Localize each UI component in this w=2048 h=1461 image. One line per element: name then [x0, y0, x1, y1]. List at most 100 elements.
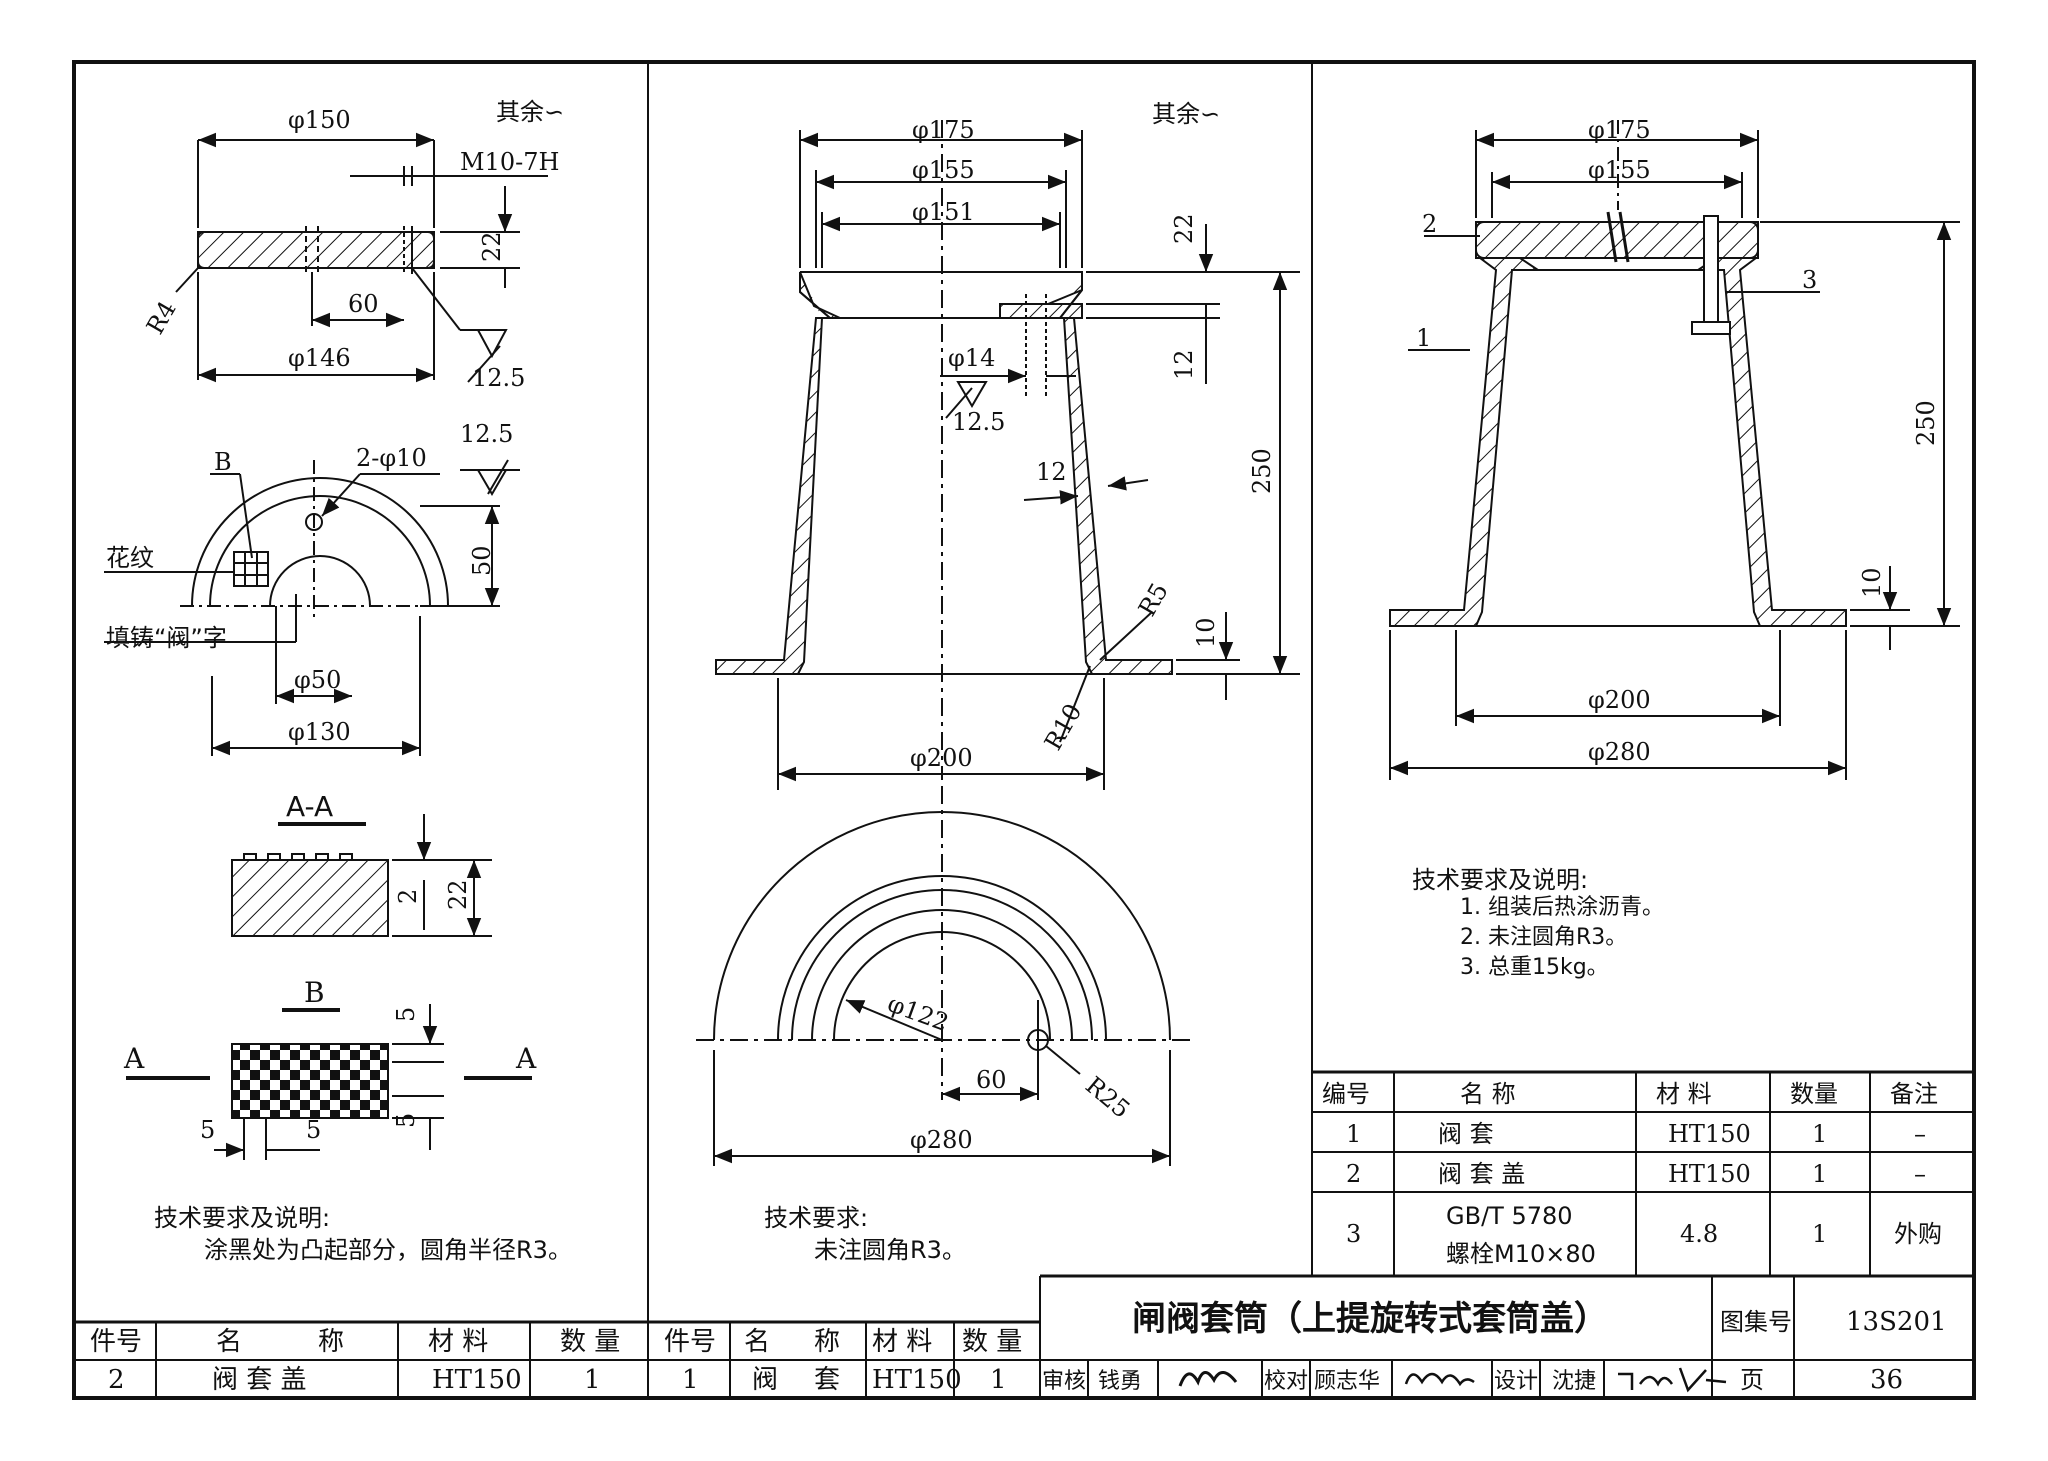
dim-250-right: 250	[1912, 400, 1940, 446]
dim-d14: φ14	[948, 344, 995, 372]
design-label: 设计	[1494, 1369, 1538, 1394]
lt-row-no: 2	[108, 1365, 125, 1395]
sleeve-left-wall	[715, 272, 833, 675]
title-block	[1040, 1274, 1974, 1398]
bom-table-text: 编号 名 称 材 料 数量 备注 1 阀 套 HT150 1 – 2 阀 套 盖…	[1322, 1080, 1942, 1268]
assembly-right-wall	[1694, 257, 1847, 627]
mt-row-no: 1	[682, 1365, 699, 1395]
callout-3: 3	[1802, 266, 1817, 294]
bom-r3-no: 3	[1346, 1220, 1361, 1248]
dim-r10: R10	[1039, 699, 1088, 755]
dim-10-right: 10	[1858, 567, 1886, 598]
right-note-3: 3. 总重15kg。	[1460, 955, 1609, 980]
detail-b-marker: B	[214, 448, 232, 476]
bom-r1-qty: 1	[1812, 1120, 1827, 1148]
bom-r3-remark: 外购	[1894, 1220, 1942, 1248]
checker-name: 顾志华	[1314, 1369, 1380, 1394]
cover-section	[197, 231, 435, 269]
dim-r25: R25	[1080, 1071, 1135, 1124]
signature-checker	[1404, 1372, 1475, 1387]
lt-header-name-2: 称	[318, 1327, 344, 1357]
dim-r5: R5	[1133, 578, 1174, 621]
bom-header-no: 编号	[1322, 1080, 1370, 1108]
dim-d150: φ150	[288, 106, 351, 134]
dim-d200-mid: φ200	[910, 744, 973, 772]
lt-header-material: 材 料	[428, 1327, 488, 1357]
right-note-2: 2. 未注圆角R3。	[1460, 925, 1627, 950]
dim-60: 60	[348, 290, 379, 318]
dim-d175-right: φ175	[1588, 116, 1651, 144]
section-aa-title: A-A	[286, 790, 333, 823]
surface-roughness-note-middle: 其余∽	[1152, 100, 1220, 128]
bom-r1-remark: –	[1914, 1120, 1926, 1148]
aa-dim-2: 2	[394, 889, 422, 904]
dim-22: 22	[478, 231, 506, 262]
bom-r2-material: HT150	[1668, 1160, 1751, 1188]
cover-plan-inner	[269, 555, 371, 607]
lt-row-name: 阀 套 盖	[212, 1365, 307, 1395]
dim-60-mid: 60	[976, 1066, 1007, 1094]
cut-a-left: A	[123, 1042, 145, 1075]
page-number: 36	[1870, 1365, 1903, 1395]
bom-header-name: 名 称	[1460, 1080, 1516, 1108]
page-label: 页	[1740, 1366, 1764, 1394]
cast-character-label: 填铸“阀”字	[106, 624, 227, 652]
callout-1: 1	[1416, 324, 1431, 352]
bom-r3-qty: 1	[1812, 1220, 1827, 1248]
signature-reviewer	[1178, 1371, 1238, 1387]
dim-250-mid: 250	[1248, 448, 1276, 494]
middle-parts-table	[648, 1276, 1041, 1398]
mt-header-material: 材 料	[872, 1327, 932, 1357]
dim-holes: 2-φ10	[356, 444, 427, 472]
bom-r3-name-line1: GB/T 5780	[1446, 1202, 1573, 1230]
review-label: 审核	[1042, 1369, 1086, 1394]
bom-r3-material: 4.8	[1680, 1220, 1718, 1248]
dim-10-mid: 10	[1192, 617, 1220, 648]
bom-header-remark: 备注	[1890, 1080, 1938, 1108]
dim-d155: φ155	[912, 156, 975, 184]
cover-plan-outer	[191, 477, 449, 607]
bom-header-material: 材 料	[1656, 1080, 1712, 1108]
dim-50: 50	[468, 545, 496, 576]
dim-d200-right: φ200	[1588, 686, 1651, 714]
dim-d130: φ130	[288, 718, 351, 746]
left-panel	[104, 132, 548, 1160]
bom-table	[1311, 1070, 1974, 1276]
bom-r1-material: HT150	[1668, 1120, 1751, 1148]
lt-header-no: 件号	[90, 1327, 142, 1357]
pattern-label: 花纹	[106, 544, 154, 572]
right-note-1: 1. 组装后热涂沥青。	[1460, 895, 1664, 920]
lt-row-qty: 1	[584, 1365, 601, 1395]
left-notes-line: 涂黑处为凸起部分，圆角半径R3。	[204, 1236, 572, 1264]
sheet-border	[72, 60, 1976, 1400]
lt-header-name-1: 名	[216, 1327, 242, 1357]
mt-header-name-1: 名	[744, 1327, 770, 1357]
detail-b-pattern	[231, 1043, 389, 1119]
middle-panel-text: 其余∽ φ175 φ155 φ151 φ14 12.5 22 12 12 250…	[764, 100, 1276, 1264]
reviewer-name: 钱勇	[1098, 1369, 1142, 1394]
bom-r3-name-line2: 螺栓M10×80	[1446, 1240, 1596, 1268]
b-dim-5-b: 5	[392, 1113, 420, 1128]
mt-row-qty: 1	[990, 1365, 1007, 1395]
atlas-label: 图集号	[1720, 1308, 1792, 1336]
bom-r2-name: 阀 套 盖	[1438, 1160, 1525, 1188]
dim-m10-thread: M10-7H	[460, 148, 559, 176]
check-label: 校对	[1264, 1369, 1308, 1394]
middle-notes-line: 未注圆角R3。	[814, 1236, 966, 1264]
dim-r4: R4	[141, 296, 182, 339]
b-dim-5-d: 5	[306, 1116, 321, 1144]
bom-r2-remark: –	[1914, 1160, 1926, 1188]
dim-22-mid: 22	[1170, 213, 1198, 244]
roughness-12-5-mid: 12.5	[952, 408, 1005, 436]
aa-section	[231, 859, 389, 937]
mt-row-name-2: 套	[814, 1365, 840, 1395]
bom-r1-name: 阀 套	[1438, 1120, 1494, 1148]
mt-header-no: 件号	[664, 1327, 716, 1357]
cover-outline	[197, 231, 435, 269]
dim-12-wall: 12	[1036, 458, 1067, 486]
left-notes-title: 技术要求及说明:	[154, 1204, 330, 1232]
mt-row-material: HT150	[872, 1365, 962, 1395]
b-dim-5-a: 5	[392, 1007, 420, 1022]
lt-header-qty: 数 量	[560, 1327, 620, 1357]
